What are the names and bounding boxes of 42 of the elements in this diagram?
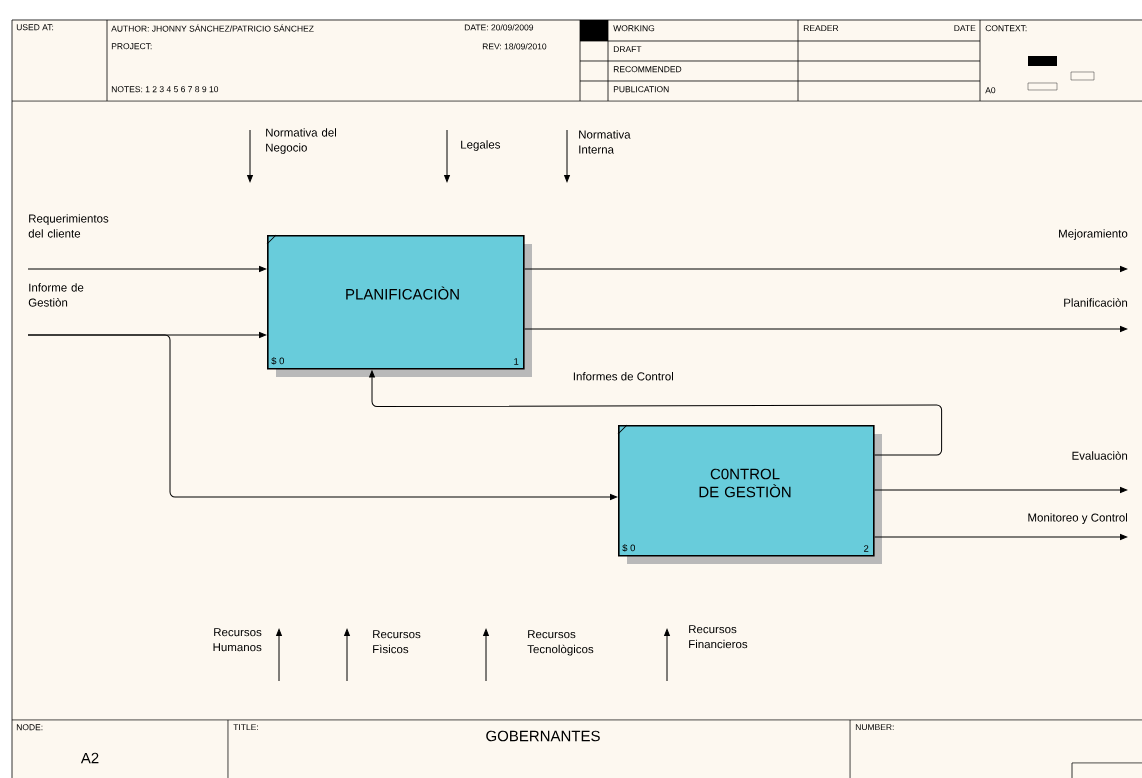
control-label: Legales: [461, 140, 501, 151]
status-label: DRAFT: [613, 46, 642, 53]
header-label: PROJECT:: [111, 43, 152, 50]
header-label: READER: [803, 25, 839, 32]
header-label: CONTEXT:: [985, 25, 1027, 32]
control-label: Normativa Interna: [579, 130, 631, 154]
arrow: [369, 370, 943, 456]
edge-label: Informes de Control: [573, 372, 673, 381]
process-box: PLANIFICACIÒN $ 0 1: [266, 234, 532, 377]
header-label: USED AT:: [16, 24, 54, 31]
control-label: Normativa del Negocio: [266, 128, 336, 154]
arrow: [27, 266, 267, 272]
footer-label: TITLE:: [233, 724, 258, 731]
mechanism-label: Recursos Financieros: [689, 625, 748, 649]
footer-label: NUMBER:: [855, 724, 894, 731]
mechanism-label: Recursos Humanos: [213, 628, 262, 652]
header-label: REV: 18/09/2010: [482, 43, 547, 50]
status-label: RECOMMENDED: [613, 66, 682, 73]
status-label: WORKING: [613, 25, 655, 32]
arrow: [524, 266, 1128, 272]
arrow: [874, 534, 1128, 540]
edge-label: Evaluaciòn: [1072, 451, 1128, 460]
node-number: A2: [80, 752, 99, 764]
process-box: C0NTROL DE GESTIÒN $ 0 2: [617, 424, 882, 564]
edge-label: Mejoramiento: [1059, 229, 1128, 240]
title: GOBERNANTES: [486, 730, 600, 742]
header-label: DATE: [954, 25, 976, 32]
edge-label: Informe de Gestiòn: [28, 283, 84, 307]
header-label: AUTHOR: JHONNY SÁNCHEZ/PATRICIO SÁNCHEZ: [111, 24, 314, 32]
header-label: NOTES: 1 2 3 4 5 6 7 8 9 10: [111, 86, 219, 93]
arrow: [874, 487, 1128, 493]
footer-label: NODE:: [16, 724, 43, 731]
header-label: A0: [985, 87, 996, 94]
edge-label: Requerimientos del cliente: [28, 214, 109, 238]
arrow: [27, 334, 618, 500]
arrow: [524, 326, 1128, 332]
mechanism-label: Recursos Fìsicos: [373, 630, 421, 654]
mechanism-label: Recursos Tecnològicos: [527, 630, 594, 656]
status-label: PUBLICATION: [613, 86, 669, 93]
header-label: DATE: 20/09/2009: [464, 24, 534, 31]
edge-label: Monitoreo y Control: [1028, 513, 1127, 524]
edge-label: Planificaciòn: [1064, 298, 1128, 307]
